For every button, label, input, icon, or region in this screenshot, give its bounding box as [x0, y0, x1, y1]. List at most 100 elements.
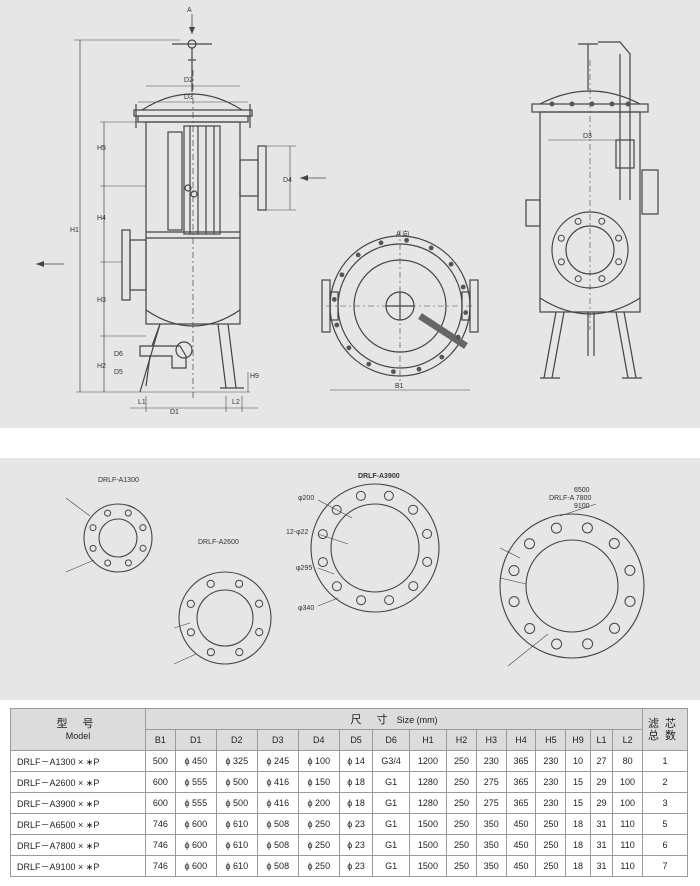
count-header: 滤芯 总数	[642, 708, 688, 751]
flange-drawing-panel: DRLF-A1300 DRLF-A2600 DRLF-A3900 6500 DR…	[0, 458, 700, 700]
table-cell: 500	[145, 750, 176, 772]
dim-h4-label: H4	[97, 215, 106, 222]
table-cell: 275	[475, 771, 507, 793]
dim-l2-label: L2	[232, 399, 240, 406]
dim-h5-label: H5	[97, 145, 106, 152]
table-cell: 250	[446, 792, 477, 814]
model-a1300-label: DRLF-A1300	[98, 477, 139, 484]
table-cell: ϕ 245	[256, 750, 299, 772]
bolt-hole	[448, 261, 454, 267]
bolt-hole	[89, 524, 97, 532]
bolt-hole	[124, 509, 132, 517]
model-cell: DRLF－A3900 × ∗P	[10, 792, 146, 814]
table-cell: ϕ 450	[174, 750, 217, 772]
table-cell: 18	[565, 855, 591, 877]
table-cell: 1200	[408, 750, 448, 772]
bolt-hole	[317, 529, 328, 540]
bolt-hole	[206, 579, 215, 589]
column-header: L2	[612, 729, 643, 751]
table-cell: ϕ 250	[297, 813, 340, 835]
size-header: 尺 寸 Size (mm)	[145, 708, 643, 730]
bolt-hole	[124, 559, 132, 567]
dim-d3-label: D3	[184, 94, 193, 101]
table-cell: 746	[145, 834, 176, 856]
table-cell: ϕ 100	[297, 750, 340, 772]
table-cell: ϕ 150	[297, 771, 340, 793]
bolt-hole	[408, 581, 419, 592]
column-header: D3	[256, 729, 299, 751]
table-cell: 10	[565, 750, 591, 772]
model-cell: DRLF－A6500 × ∗P	[10, 813, 146, 835]
table-cell: 27	[589, 750, 614, 772]
housing-drawing-panel: A D2 D3 D4 D6 D5 H1 H5 H4 H3 H2 H9 L1 L2…	[0, 0, 700, 428]
bolt-hole	[356, 595, 367, 606]
housing-drawing: A D2 D3 D4 D6 D5 H1 H5 H4 H3 H2 H9 L1 L2…	[36, 7, 659, 416]
table-cell: ϕ 500	[215, 771, 258, 793]
table-cell: 275	[475, 792, 507, 814]
count-cell: 5	[642, 813, 688, 835]
bolt-hole	[186, 599, 195, 608]
bolt-hole	[615, 258, 623, 266]
table-cell: 230	[535, 792, 567, 814]
top-view-bolt-holes	[331, 237, 469, 375]
table-cell: 230	[475, 750, 507, 772]
table-cell: ϕ 416	[256, 792, 299, 814]
count-cell: 3	[642, 792, 688, 814]
table-cell: 365	[505, 750, 537, 772]
column-header: H3	[475, 729, 507, 751]
table-cell: G1	[372, 792, 410, 814]
dim-holes-label: 12-φ22	[286, 529, 309, 536]
table-cell: 110	[612, 813, 643, 835]
table-cell: 1280	[408, 792, 448, 814]
table-cell: ϕ 200	[297, 792, 340, 814]
table-cell: 31	[589, 855, 614, 877]
table-cell: 110	[612, 855, 643, 877]
dim-h1-label: H1	[70, 227, 79, 234]
column-header: H1	[408, 729, 448, 751]
model-cell: DRLF－A7800 × ∗P	[10, 834, 146, 856]
bolt-hole	[557, 258, 565, 266]
count-header-zh-1: 滤芯	[648, 717, 682, 730]
column-header: L1	[589, 729, 614, 751]
table-cell: 250	[535, 855, 567, 877]
dim-d6-label: D6	[114, 351, 123, 358]
table-cell: G1	[372, 834, 410, 856]
table-cell: 100	[612, 792, 643, 814]
table-cell: G1	[372, 771, 410, 793]
bolt-hole	[317, 557, 328, 568]
table-cell: 250	[446, 750, 477, 772]
model-big-3-label: 9100	[574, 503, 590, 510]
bolt-hole	[139, 524, 147, 532]
table-cell: 31	[589, 834, 614, 856]
bolt-hole	[235, 648, 244, 657]
table-cell: ϕ 23	[338, 813, 374, 835]
dim-h9-label: H9	[250, 373, 259, 380]
table-cell: 1280	[408, 771, 448, 793]
table-cell: 250	[446, 834, 477, 856]
table-cell: G3/4	[372, 750, 410, 772]
table-cell: 110	[612, 834, 643, 856]
bolt-hole	[598, 275, 606, 283]
model-cell: DRLF－A9100 × ∗P	[10, 855, 146, 877]
table-cell: 80	[612, 750, 643, 772]
bolt-hole	[439, 354, 445, 360]
count-cell: 2	[642, 771, 688, 793]
bolt-hole	[524, 538, 535, 550]
column-header: D1	[174, 729, 217, 751]
size-header-zh: 尺 寸	[350, 714, 394, 726]
bolt-hole	[255, 628, 264, 637]
table-cell: 600	[145, 792, 176, 814]
table-cell: 230	[535, 771, 567, 793]
side-view-bolt-holes	[557, 217, 623, 283]
bolt-hole	[139, 544, 147, 552]
bolt-hole	[428, 245, 434, 251]
model-header: 型 号 Model	[10, 708, 146, 751]
table-cell: 15	[565, 771, 591, 793]
table-cell: ϕ 18	[338, 792, 374, 814]
table-cell: 18	[565, 813, 591, 835]
table-cell: 29	[589, 771, 614, 793]
model-a2600-label: DRLF-A2600	[198, 539, 239, 546]
